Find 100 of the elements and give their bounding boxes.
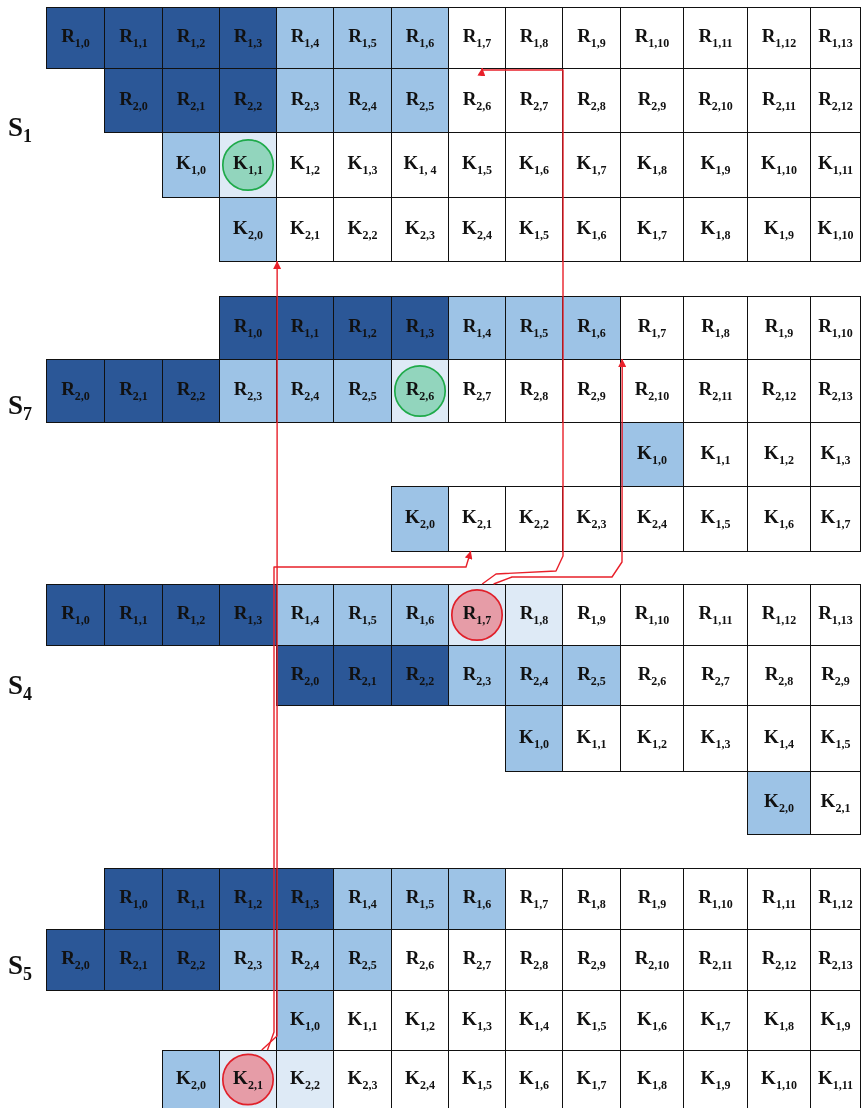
grid-cell: [219, 296, 277, 360]
cell-label: K$_{1,11}$: [817, 1066, 854, 1093]
cell-label: R$_{2,11}$: [698, 378, 733, 404]
cell-label: K$_{1,3}$: [820, 441, 851, 468]
grid-cell: [505, 645, 563, 706]
cell-label: K$_{1,1}$: [233, 152, 263, 178]
grid-cell: [104, 868, 163, 930]
cell-label: R$_{1,7}$: [462, 25, 492, 51]
cell-label: R$_{1,6}$: [462, 886, 492, 912]
grid-cell: [219, 7, 277, 69]
grid-cell: [46, 929, 105, 991]
cell-label: R$_{2,9}$: [637, 87, 667, 114]
arrow: [477, 67, 564, 585]
cell-label: K$_{1,8}$: [764, 1007, 794, 1034]
arrow: [492, 358, 627, 585]
grid-cell: [810, 868, 861, 930]
cell-label: R$_{2,2}$: [405, 662, 435, 689]
cell-label: R$_{1,12}$: [818, 886, 853, 912]
grid-cell: [162, 929, 220, 991]
cell-label: R$_{1,2}$: [348, 315, 377, 341]
cell-label: R$_{2,2}$: [233, 87, 263, 114]
cell-label: K$_{1,8}$: [637, 1066, 667, 1093]
cell-label: R$_{1,9}$: [577, 602, 606, 628]
grid-cell: [276, 868, 334, 930]
grid-cell: [276, 584, 334, 646]
cell-label: K$_{1,2}$: [637, 725, 667, 752]
grid-cell: [391, 7, 449, 69]
grid-cell: [162, 132, 220, 198]
group-label: S$_{7}$: [8, 390, 33, 426]
cell-label: R$_{2,0}$: [61, 378, 90, 404]
cell-label: R$_{2,7}$: [701, 662, 730, 689]
cell-label: R$_{2,10}$: [634, 378, 670, 404]
cell-label: R$_{2,4}$: [519, 662, 549, 689]
grid-cell: [162, 584, 220, 646]
cell-label: R$_{2,6}$: [637, 662, 667, 689]
cell-label: K$_{1,5}$: [700, 506, 731, 532]
cell-label: K$_{1,2}$: [290, 152, 320, 178]
cell-label: R$_{1,1}$: [119, 25, 148, 51]
cell-label: R$_{2,7}$: [462, 378, 492, 404]
cell-label: R$_{1,4}$: [290, 25, 320, 51]
cell-label: K$_{1,5}$: [462, 152, 492, 178]
cell-label: K$_{2,3}$: [405, 216, 435, 243]
cell-label: K$_{1,5}$: [519, 216, 549, 243]
grid-cell: [104, 929, 163, 991]
cell-label: R$_{1,5}$: [348, 25, 377, 51]
grid-cell: [747, 771, 811, 835]
grid-cell: [219, 197, 277, 262]
cell-label: K$_{2,4}$: [637, 506, 667, 532]
grid-cell: [219, 929, 277, 991]
cell-label: K$_{2,4}$: [462, 216, 492, 243]
cell-label: R$_{2,9}$: [821, 662, 850, 689]
cell-label: K$_{1,9}$: [820, 1007, 851, 1034]
grid-cell: [333, 868, 392, 930]
cell-label: R$_{1,4}$: [290, 602, 320, 628]
cell-label: R$_{1,9}$: [764, 315, 794, 341]
cell-label: K$_{1,5}$: [462, 1066, 492, 1093]
cell-label: K$_{1,10}$: [761, 1066, 797, 1093]
cell-label: K$_{1,6}$: [519, 152, 549, 178]
grid-cell: [333, 296, 392, 360]
cell-label: K$_{1,7}$: [576, 152, 607, 178]
cell-label: R$_{1,6}$: [405, 25, 435, 51]
cell-label: R$_{2,0}$: [290, 662, 320, 689]
grid-cell: [276, 1050, 334, 1108]
grid-cell: [276, 359, 334, 423]
cell-label: R$_{1,8}$: [577, 886, 606, 912]
grid-cell: [505, 486, 563, 552]
cell-label: R$_{1,0}$: [119, 886, 148, 912]
cell-label: R$_{1,3}$: [233, 602, 263, 628]
cell-label: R$_{1,6}$: [405, 602, 435, 628]
grid-cell: [810, 771, 861, 835]
cell-label: R$_{1,2}$: [233, 886, 263, 912]
cell-label: K$_{2,1}$: [462, 506, 492, 532]
cell-label: R$_{1,2}$: [176, 25, 206, 51]
cell-label: R$_{1,1}$: [119, 602, 148, 628]
cell-label: K$_{1,10}$: [761, 152, 797, 178]
cell-label: R$_{2,9}$: [577, 947, 606, 973]
cell-label: R$_{2,3}$: [462, 662, 492, 689]
grid-cell: [391, 645, 449, 706]
cell-label: R$_{2,5}$: [405, 87, 435, 114]
cell-label: R$_{2,4}$: [290, 378, 320, 404]
cell-label: R$_{2,9}$: [577, 378, 606, 404]
cell-label: R$_{1,10}$: [634, 25, 670, 51]
grid-cell: [276, 68, 334, 133]
grid-cell: [333, 68, 392, 133]
grid-cell: [104, 584, 163, 646]
cell-label: R$_{2,3}$: [233, 947, 263, 973]
cell-label: R$_{1,9}$: [637, 886, 667, 912]
grid-cell: [162, 359, 220, 423]
cell-label: R$_{2,3}$: [290, 87, 320, 114]
cell-label: R$_{1,10}$: [634, 602, 670, 628]
cell-label: K$_{1,8}$: [700, 216, 731, 243]
cell-label: R$_{2,13}$: [818, 947, 853, 973]
grid-cell: [162, 68, 220, 133]
grid-cell: [219, 359, 277, 423]
cell-label: K$_{1,5}$: [820, 725, 851, 752]
cell-label: K$_{1,2}$: [764, 441, 794, 468]
cell-label: R$_{2,5}$: [577, 662, 606, 689]
cell-label: R$_{1,7}$: [637, 315, 667, 341]
cell-label: K$_{1,11}$: [817, 152, 854, 178]
cell-label: R$_{1,7}$: [462, 602, 492, 628]
